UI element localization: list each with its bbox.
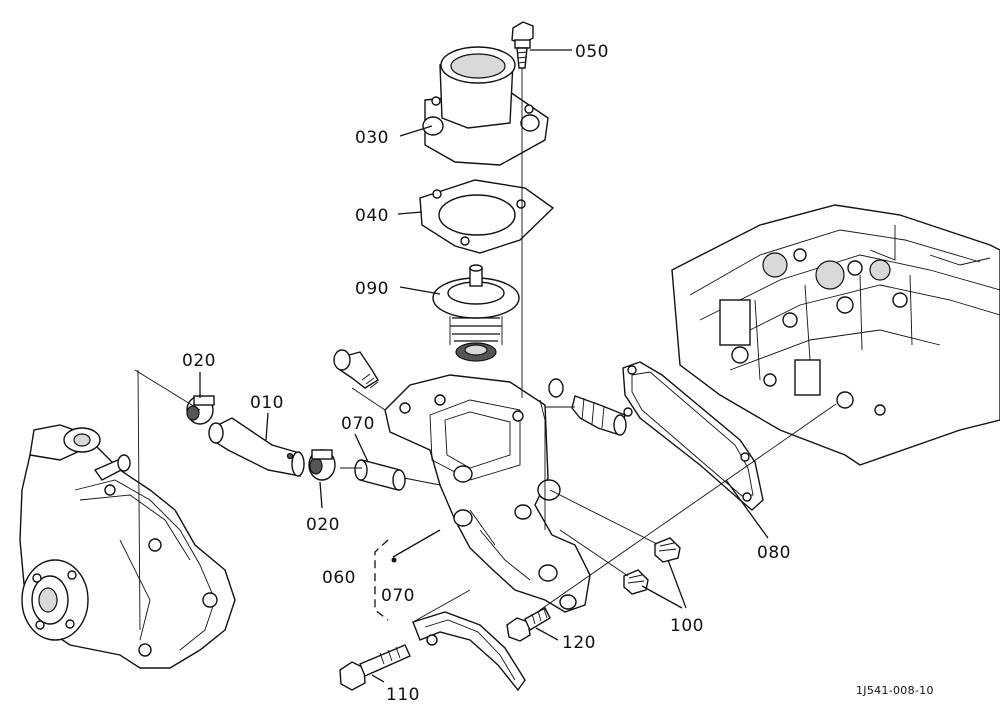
label-070-top: 070	[341, 414, 375, 434]
label-020-top: 020	[182, 351, 216, 371]
label-070-bottom: 070	[381, 586, 415, 606]
thermostat-housing	[384, 374, 591, 613]
drawing-code: 1J541-008-10	[856, 684, 934, 697]
label-090: 090	[355, 279, 389, 299]
label-080: 080	[757, 543, 791, 563]
label-030: 030	[355, 128, 389, 148]
clamp-020-bottom	[308, 449, 336, 481]
hose-010	[208, 417, 305, 477]
label-100: 100	[670, 616, 704, 636]
bolt-110	[339, 644, 411, 691]
gasket-080	[622, 361, 764, 511]
water-pump-assembly	[19, 424, 236, 669]
leader-lines	[134, 49, 837, 683]
part-labels: 050 030 040 090 020 010 070 020 060 070 …	[182, 42, 934, 705]
label-120: 120	[562, 633, 596, 653]
bolt-050	[511, 21, 534, 69]
gasket-040	[419, 179, 555, 254]
thermostat-090	[432, 264, 520, 362]
cylinder-head-assembly	[671, 204, 1000, 466]
thermostat-cover-030	[422, 46, 549, 166]
temperature-sensor	[548, 378, 627, 436]
clamp-020-top	[186, 395, 215, 425]
nipple-upper-left	[333, 349, 379, 389]
plug-100-lower	[623, 569, 649, 595]
bolt-120	[506, 607, 551, 642]
label-020-bottom: 020	[306, 515, 340, 535]
label-110: 110	[386, 685, 420, 705]
label-050: 050	[575, 42, 609, 62]
label-010: 010	[250, 393, 284, 413]
pipe-070	[354, 459, 406, 491]
belt-guide	[412, 611, 526, 692]
label-040: 040	[355, 206, 389, 226]
plug-100-upper	[654, 537, 681, 563]
label-060: 060	[322, 568, 356, 588]
